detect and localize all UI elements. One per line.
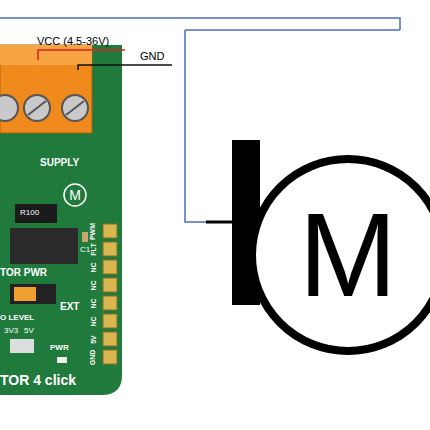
pcb-board <box>0 45 122 395</box>
pin-label: GND <box>90 349 97 365</box>
pin-label: NC <box>90 262 97 272</box>
motor-terminal <box>206 221 232 224</box>
board-name: TOR 4 click <box>0 373 76 387</box>
silkscreen-label: EXT <box>60 302 79 312</box>
motor-letter: M <box>62 182 88 208</box>
jumper-small <box>10 339 34 353</box>
led <box>57 357 67 363</box>
pin-label: NC <box>90 316 97 326</box>
terminal-top <box>0 45 92 65</box>
vcc-wire <box>38 50 125 60</box>
motor-letter: M <box>248 155 430 355</box>
motor-symbol: M <box>248 155 430 355</box>
resistor <box>15 204 57 223</box>
screw-slot <box>66 101 84 115</box>
gnd-wire <box>78 65 172 70</box>
screw <box>0 95 18 121</box>
pin-label: PWM <box>89 222 96 239</box>
blue-wire <box>185 30 208 222</box>
screw-slot <box>28 101 46 115</box>
supply-label: VCC (4.5-36V) <box>37 36 109 47</box>
silkscreen-label: TOR PWR <box>0 268 47 278</box>
silkscreen-label: 5V <box>24 327 34 335</box>
ground-label: GND <box>140 51 164 62</box>
capacitor <box>82 232 88 242</box>
part-label: C1 <box>80 246 90 254</box>
pin-label: NC <box>90 280 97 290</box>
pin-label: NC <box>90 298 97 308</box>
chip <box>10 228 78 264</box>
silkscreen-label: 3V3 <box>4 327 18 335</box>
pin-label: 5V <box>90 335 97 344</box>
jumper-cap <box>14 287 36 301</box>
jumper <box>10 284 56 304</box>
resistor-value: R100 <box>20 209 39 217</box>
motor-icon: M <box>62 182 88 208</box>
blue-wire <box>0 18 400 30</box>
header-pins <box>103 224 117 364</box>
blue-wire <box>185 29 400 31</box>
silkscreen-label: PWR <box>50 344 69 352</box>
screw <box>24 95 50 121</box>
silkscreen-label: SUPPLY <box>40 158 79 168</box>
pin-label: FLT <box>90 243 97 255</box>
terminal-block <box>0 45 92 133</box>
screw <box>62 95 88 121</box>
silkscreen-label: O LEVEL <box>0 314 34 322</box>
